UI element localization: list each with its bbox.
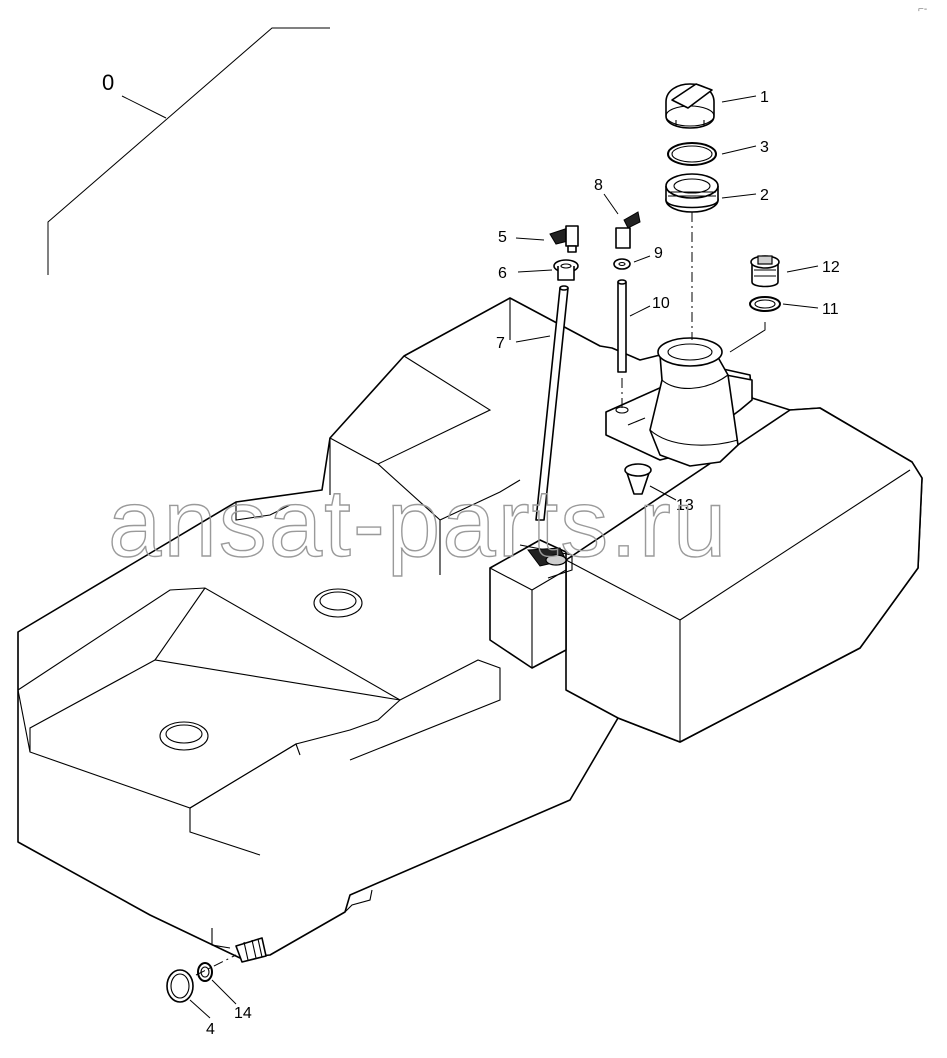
label-4: 4 <box>206 1021 215 1038</box>
assembly-bracket <box>47 27 330 275</box>
part-6-grommet <box>553 259 579 281</box>
part-9-bushing <box>613 258 631 270</box>
part-4-drain-cap <box>166 969 194 1003</box>
part-13-cone-plug <box>624 463 652 495</box>
part-7-pipe <box>535 285 569 521</box>
label-9: 9 <box>654 245 663 262</box>
fuel-tank-body <box>17 297 923 959</box>
watermark: ansat-parts.ru <box>108 470 728 577</box>
part-3-o-ring <box>667 142 717 166</box>
label-11: 11 <box>822 301 839 318</box>
part-14-washer <box>197 962 213 982</box>
part-5-elbow-fitting <box>549 225 579 253</box>
part-12-plug <box>750 255 780 288</box>
leader-lines <box>189 95 819 1019</box>
filler-neck <box>605 337 753 467</box>
label-14: 14 <box>234 1005 252 1022</box>
label-13: 13 <box>676 497 694 514</box>
label-5: 5 <box>498 229 507 246</box>
leader-11-to-tank <box>729 322 766 353</box>
label-3: 3 <box>760 139 769 156</box>
corner-mark: ⌐- <box>918 4 927 15</box>
drain-fitting <box>195 937 267 976</box>
label-12: 12 <box>822 259 840 276</box>
label-0: 0 <box>102 70 114 95</box>
callout-labels: 0 1 3 2 8 5 9 6 12 10 11 7 13 14 4 <box>102 70 840 1038</box>
label-1: 1 <box>760 89 769 106</box>
label-7: 7 <box>496 335 505 352</box>
part-10-tube <box>617 279 627 373</box>
pipe-port <box>519 544 573 579</box>
label-10: 10 <box>652 295 670 312</box>
part-1-filler-cap <box>665 83 715 129</box>
part-11-washer <box>749 296 781 312</box>
part-2-threaded-ring <box>665 173 719 213</box>
label-8: 8 <box>594 177 603 194</box>
label-6: 6 <box>498 265 507 282</box>
label-2: 2 <box>760 187 769 204</box>
part-8-straight-fitting <box>615 211 641 249</box>
